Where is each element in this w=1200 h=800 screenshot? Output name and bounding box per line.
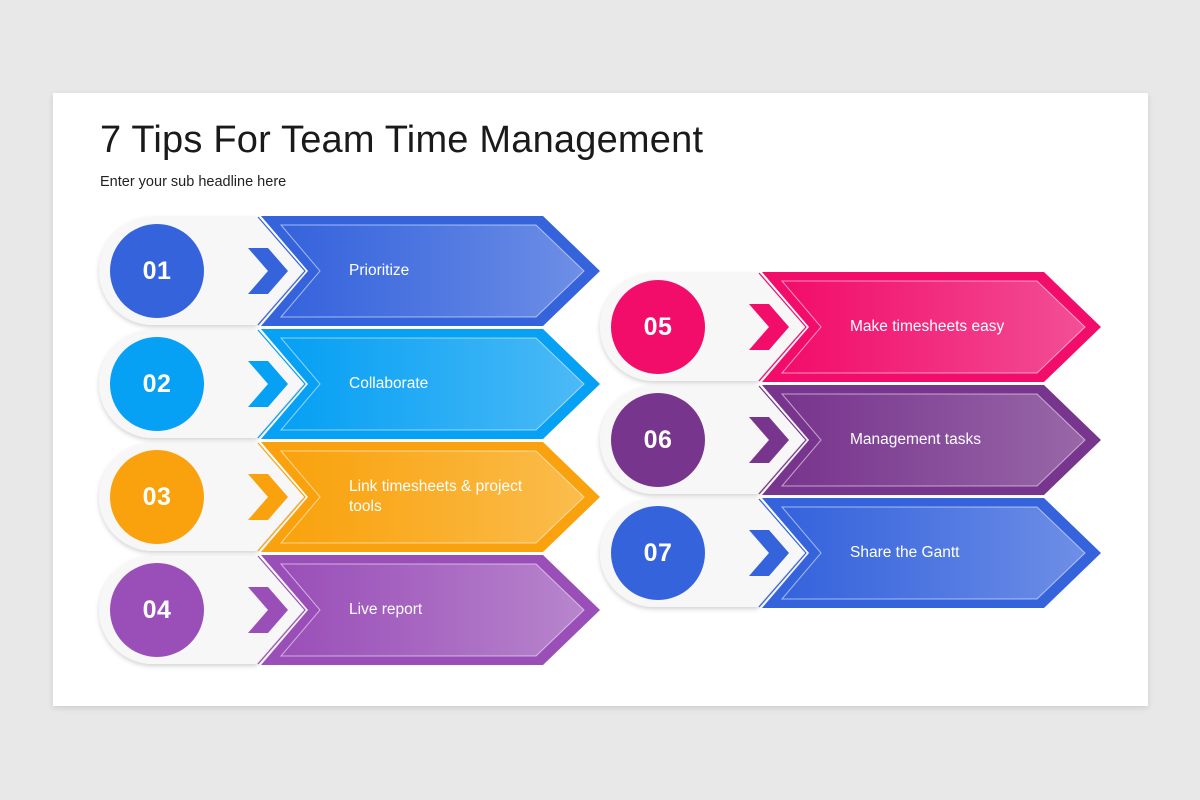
arrow-band-inner bbox=[279, 563, 585, 657]
tip-label: Make timesheets easy bbox=[850, 318, 1005, 335]
tip-number-badge: 04 bbox=[110, 563, 204, 657]
chevron-icon bbox=[248, 248, 288, 294]
tip-number-badge: 02 bbox=[110, 337, 204, 431]
tip-number-badge: 01 bbox=[110, 224, 204, 318]
tip-number-badge: 03 bbox=[110, 450, 204, 544]
tip-number-badge: 06 bbox=[611, 393, 705, 487]
tip-item-07: 07 Share the Gantt bbox=[599, 498, 1101, 608]
tip-label: Live report bbox=[349, 601, 423, 618]
chevron-icon bbox=[248, 587, 288, 633]
arrow-band-inner bbox=[279, 337, 585, 431]
tip-label: Link timesheets & project tools bbox=[349, 478, 523, 515]
chevron-icon bbox=[749, 417, 789, 463]
tip-label: Share the Gantt bbox=[850, 544, 960, 561]
arrow-band-inner bbox=[780, 506, 1086, 600]
arrow-band-inner bbox=[279, 224, 585, 318]
chevron-icon bbox=[248, 474, 288, 520]
tip-item-05: 05 Make timesheets easy bbox=[599, 272, 1101, 382]
slide-subtitle: Enter your sub headline here bbox=[100, 174, 287, 190]
tip-label: Prioritize bbox=[349, 262, 410, 279]
tip-number-badge: 07 bbox=[611, 506, 705, 600]
tip-number-badge: 05 bbox=[611, 280, 705, 374]
slide-title: 7 Tips For Team Time Management bbox=[100, 119, 704, 161]
tip-label: Collaborate bbox=[349, 375, 429, 392]
tip-item-04: 04 Live report bbox=[98, 555, 600, 665]
arrow-band-inner bbox=[780, 393, 1086, 487]
chevron-icon bbox=[248, 361, 288, 407]
tip-item-03: 03 Link timesheets & project tools bbox=[98, 442, 600, 552]
arrow-band-inner bbox=[279, 450, 585, 544]
tip-item-02: 02 Collaborate bbox=[98, 329, 600, 439]
chevron-icon bbox=[749, 530, 789, 576]
arrow-band-inner bbox=[780, 280, 1086, 374]
slide: 7 Tips For Team Time Management Enter yo… bbox=[53, 93, 1148, 706]
tip-label: Management tasks bbox=[850, 431, 981, 448]
tip-item-06: 06 Management tasks bbox=[599, 385, 1101, 495]
chevron-icon bbox=[749, 304, 789, 350]
tip-item-01: 01 Prioritize bbox=[98, 216, 600, 326]
